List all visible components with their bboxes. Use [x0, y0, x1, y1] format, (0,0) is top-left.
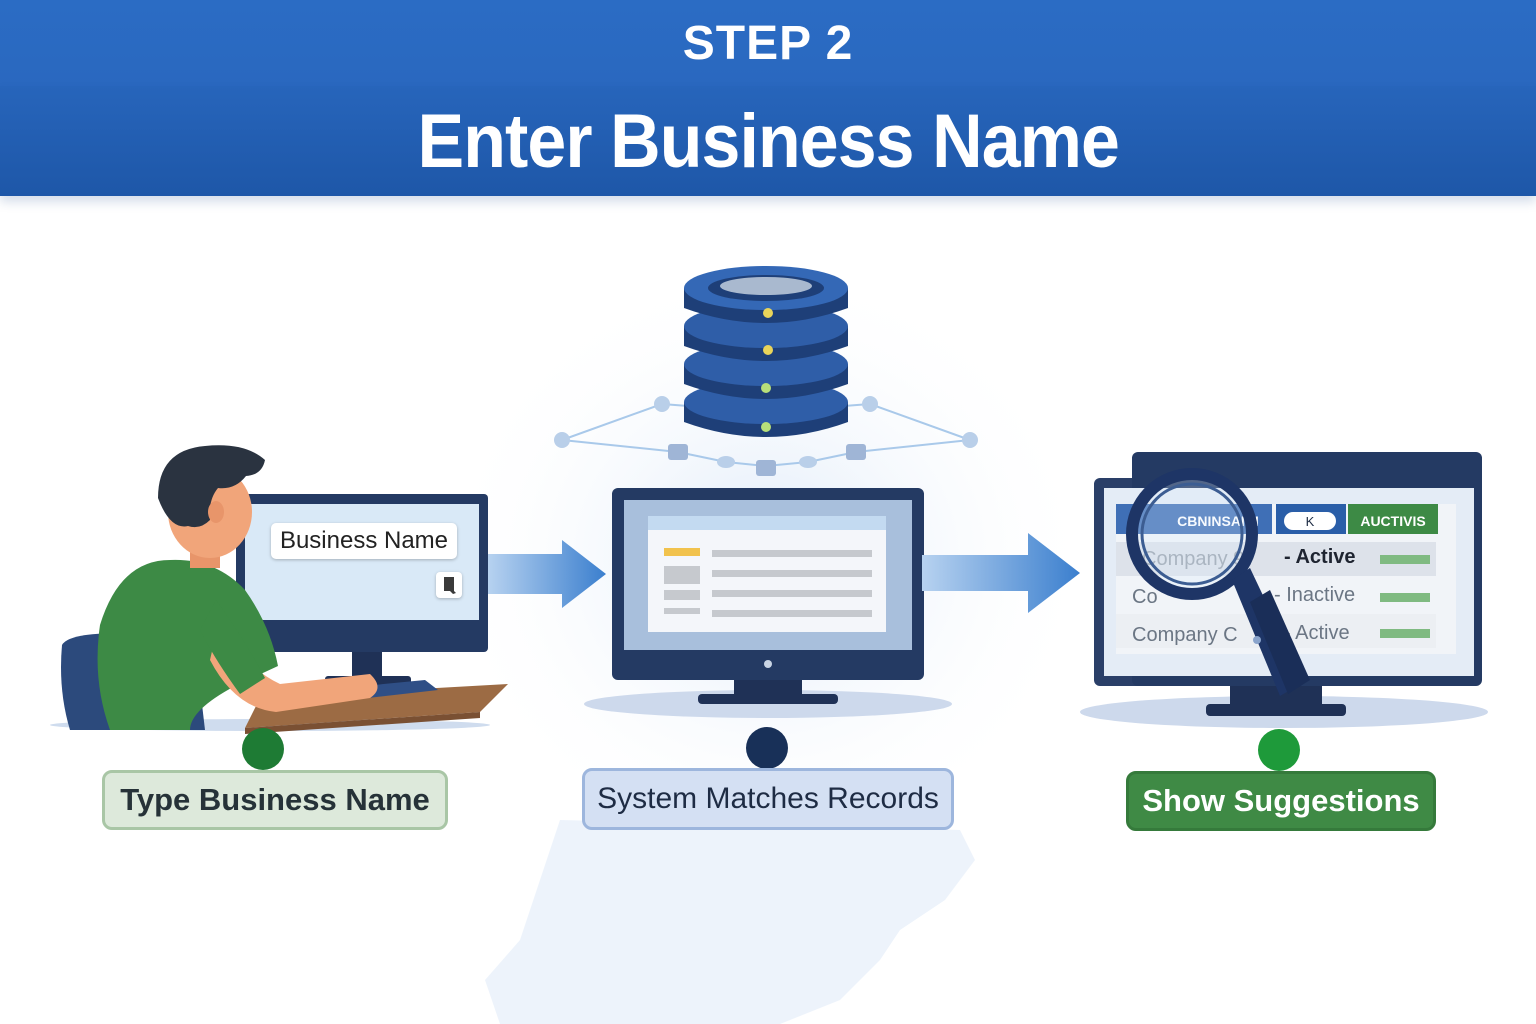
arrow-right-icon: [922, 533, 1080, 613]
system-matches-records-label: System Matches Records: [582, 768, 954, 830]
result-row-1-status: - Active: [1284, 546, 1356, 568]
database-icon: [554, 266, 978, 476]
page-title: Enter Business Name: [417, 98, 1119, 184]
monitor-icon: [584, 488, 952, 718]
magnifier-icon: [1126, 468, 1310, 696]
result-row-3-name: Company C: [1132, 624, 1238, 646]
step-dot-1: [242, 728, 284, 770]
system-matches-records-text: System Matches Records: [597, 782, 939, 815]
person-typing-illustration: [50, 445, 508, 734]
show-suggestions-label: Show Suggestions: [1126, 771, 1436, 831]
type-business-name-text: Type Business Name: [120, 782, 430, 817]
search-icon[interactable]: [436, 572, 462, 598]
show-suggestions-text: Show Suggestions: [1142, 783, 1420, 818]
result-row-2-name: Co: [1132, 586, 1158, 608]
business-name-input-label: Business Name: [279, 527, 449, 554]
title-banner: Enter Business Name: [0, 86, 1536, 196]
results-header-2: K: [1284, 512, 1336, 530]
step-banner: STEP 2: [0, 0, 1536, 86]
arrow-right-icon: [488, 540, 606, 608]
step-number: STEP 2: [682, 16, 854, 70]
step-dot-2: [746, 727, 788, 769]
step-dot-3: [1258, 729, 1300, 771]
type-business-name-label: Type Business Name: [102, 770, 448, 830]
results-header-3: AUCTIVIS: [1360, 513, 1426, 529]
result-row-3-status: - Active: [1284, 622, 1350, 644]
business-name-input[interactable]: Business Name: [271, 523, 457, 559]
result-row-2-status: - Inactive: [1274, 584, 1356, 606]
result-row-1-name: Company 9: [1142, 548, 1244, 571]
